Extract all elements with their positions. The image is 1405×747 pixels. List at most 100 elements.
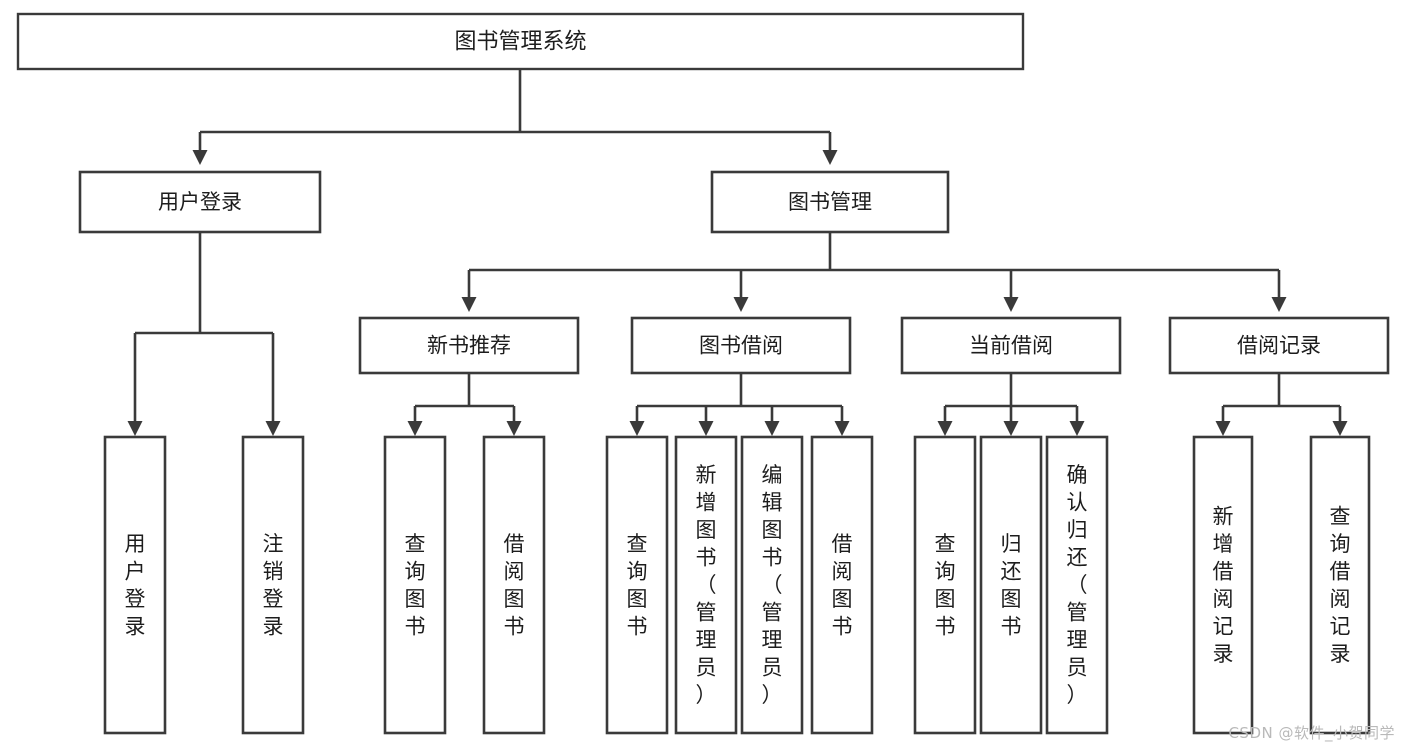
node-label-root: 图书管理系统 [454,30,586,55]
node-box-current-borrow[interactable] [900,316,1122,375]
node-user-login[interactable]: 用户登录 [78,170,322,234]
node-box-book-manage[interactable] [710,170,950,234]
node-box-book-borrow[interactable] [630,316,852,375]
node-label-book-manage: 图书管理 [788,190,872,214]
node-box-new-book-recommend[interactable] [358,316,580,375]
node-borrow-record[interactable]: 借阅记录 [1168,316,1390,375]
node-new-book-recommend[interactable]: 新书推荐 [358,316,580,375]
svg-text:理: 理 [762,628,783,652]
node-box-leaf-borrow-book-1[interactable] [482,435,546,735]
node-box-leaf-add-book[interactable] [674,435,738,735]
svg-text:书: 书 [696,546,717,570]
svg-text:查: 查 [627,532,648,556]
node-box-leaf-query-book-2[interactable] [605,435,669,735]
svg-text:员: 员 [1067,656,1088,680]
svg-text:理: 理 [1067,628,1088,652]
connector-layer [127,69,1348,436]
node-box-leaf-query-borrow-record[interactable] [1309,435,1371,735]
svg-text:询: 询 [405,559,426,583]
svg-text:阅: 阅 [832,559,853,583]
node-box-leaf-borrow-book-2[interactable] [810,435,874,735]
svg-text:员: 员 [762,656,783,680]
svg-text:归: 归 [1001,532,1022,556]
node-root[interactable]: 图书管理系统 [16,12,1025,71]
svg-text:编: 编 [762,463,783,487]
node-box-leaf-confirm-return[interactable] [1045,435,1109,735]
svg-text:查: 查 [935,532,956,556]
node-box-leaf-return-book[interactable] [979,435,1043,735]
svg-text:录: 录 [125,614,146,638]
svg-text:借: 借 [1213,559,1234,583]
svg-text:注: 注 [263,532,284,556]
svg-text:录: 录 [263,614,284,638]
svg-text:确: 确 [1067,463,1088,487]
svg-text:管: 管 [696,601,717,625]
node-box-borrow-record[interactable] [1168,316,1390,375]
svg-text:记: 记 [1213,614,1234,638]
svg-text:图: 图 [405,587,426,611]
node-box-leaf-add-borrow-record[interactable] [1192,435,1254,735]
svg-text:新: 新 [696,463,717,487]
connector-borrow-record-to-leaves [1215,373,1348,436]
node-box-leaf-query-book-3[interactable] [913,435,977,735]
svg-text:借: 借 [504,532,525,556]
svg-text:询: 询 [1330,532,1351,556]
node-book-manage[interactable]: 图书管理 [710,170,950,234]
node-label-borrow-record: 借阅记录 [1237,334,1321,358]
connector-current-borrow-to-leaves [937,373,1085,436]
svg-text:查: 查 [1330,504,1351,528]
node-box-leaf-logout[interactable] [241,435,305,735]
svg-text:还: 还 [1001,559,1022,583]
node-box-root[interactable] [16,12,1025,71]
connector-user-login-to-leaves [127,232,281,436]
node-book-borrow[interactable]: 图书借阅 [630,316,852,375]
svg-text:登: 登 [125,587,146,611]
svg-text:）: ） [696,683,717,707]
svg-text:图: 图 [627,587,648,611]
node-label-book-borrow: 图书借阅 [699,334,783,358]
node-current-borrow[interactable]: 当前借阅 [900,316,1122,375]
svg-text:图: 图 [935,587,956,611]
svg-text:归: 归 [1067,518,1088,542]
node-box-leaf-user-login[interactable] [103,435,167,735]
svg-text:图: 图 [832,587,853,611]
connector-root-to-level2 [192,69,838,165]
node-box-leaf-edit-book[interactable] [740,435,804,735]
svg-text:阅: 阅 [504,559,525,583]
svg-text:书: 书 [935,614,956,638]
svg-text:增: 增 [1213,532,1234,556]
svg-text:书: 书 [762,546,783,570]
svg-text:书: 书 [627,614,648,638]
node-box-user-login[interactable] [78,170,322,234]
svg-text:用: 用 [125,532,146,556]
svg-text:借: 借 [832,532,853,556]
node-box-leaf-query-book-1[interactable] [383,435,447,735]
csdn-watermark: CSDN @软件_小贺同学 [1228,724,1395,742]
node-leaf-user-login[interactable]: 用户登录 [103,435,167,735]
svg-text:理: 理 [696,628,717,652]
svg-text:记: 记 [1330,614,1351,638]
connector-book-borrow-to-leaves [629,373,850,436]
